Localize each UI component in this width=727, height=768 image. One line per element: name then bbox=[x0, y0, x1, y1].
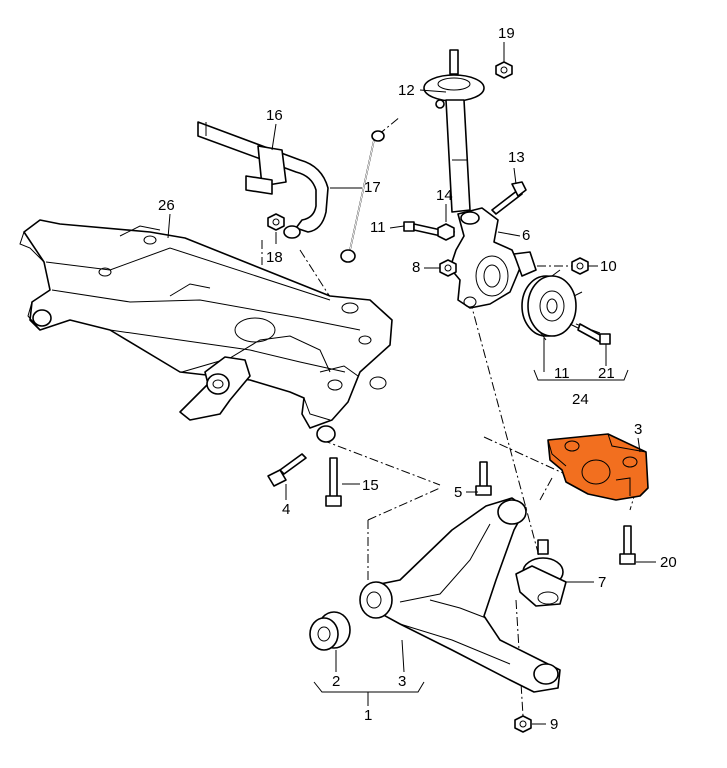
stabilizer-bar-16 bbox=[197, 121, 329, 239]
callout-2: 2 bbox=[332, 673, 340, 690]
wheel-bearing-housing-6 bbox=[449, 207, 537, 309]
bolt-15 bbox=[325, 457, 342, 507]
callout-16: 16 bbox=[266, 107, 283, 124]
callout-10: 10 bbox=[600, 258, 617, 275]
bolt-4 bbox=[267, 453, 307, 487]
callout-21: 21 bbox=[598, 365, 615, 382]
subframe-26 bbox=[19, 219, 393, 443]
callout-14: 14 bbox=[436, 187, 453, 204]
callout-24: 24 bbox=[572, 391, 589, 408]
callout-13: 13 bbox=[508, 149, 525, 166]
bolt-5 bbox=[475, 461, 492, 496]
callout-18: 18 bbox=[266, 249, 283, 266]
callout-5: 5 bbox=[454, 484, 462, 501]
bolt-21 bbox=[577, 323, 611, 345]
bushing-3-highlighted bbox=[547, 433, 649, 501]
leader-lines bbox=[167, 42, 656, 725]
nut-19 bbox=[495, 61, 513, 79]
callout-1: 1 bbox=[364, 707, 372, 724]
callout-8: 8 bbox=[412, 259, 420, 276]
bolt-13 bbox=[491, 181, 527, 215]
strut-12 bbox=[423, 49, 485, 213]
bolt-20 bbox=[619, 525, 636, 565]
callout-3-wishbone: 3 bbox=[398, 673, 406, 690]
bolt-8 bbox=[439, 259, 457, 277]
ball-joint-7 bbox=[515, 539, 567, 607]
callout-15: 15 bbox=[362, 477, 379, 494]
nut-18 bbox=[267, 213, 285, 231]
callout-19: 19 bbox=[498, 25, 515, 42]
callout-11-upper: 11 bbox=[370, 219, 386, 236]
callout-20: 20 bbox=[660, 554, 677, 571]
callout-4: 4 bbox=[282, 501, 290, 518]
stabilizer-link-17 bbox=[340, 130, 385, 263]
callout-26: 26 bbox=[158, 197, 175, 214]
wishbone-1 bbox=[359, 497, 561, 693]
callout-6: 6 bbox=[522, 227, 530, 244]
nut-9 bbox=[514, 715, 532, 733]
callout-11-lower: 11 bbox=[554, 365, 570, 382]
nut-10 bbox=[571, 257, 589, 275]
callout-9: 9 bbox=[550, 716, 558, 733]
callout-3-bushing: 3 bbox=[634, 421, 642, 438]
nut-14 bbox=[437, 223, 455, 241]
callout-12: 12 bbox=[398, 82, 415, 99]
wheel-hub-11 bbox=[521, 269, 583, 341]
callout-7: 7 bbox=[598, 574, 606, 591]
callout-labels: 19 12 16 13 17 14 26 11 6 18 8 10 11 21 … bbox=[158, 25, 677, 733]
callout-17: 17 bbox=[364, 179, 381, 196]
bushing-2 bbox=[309, 611, 351, 651]
